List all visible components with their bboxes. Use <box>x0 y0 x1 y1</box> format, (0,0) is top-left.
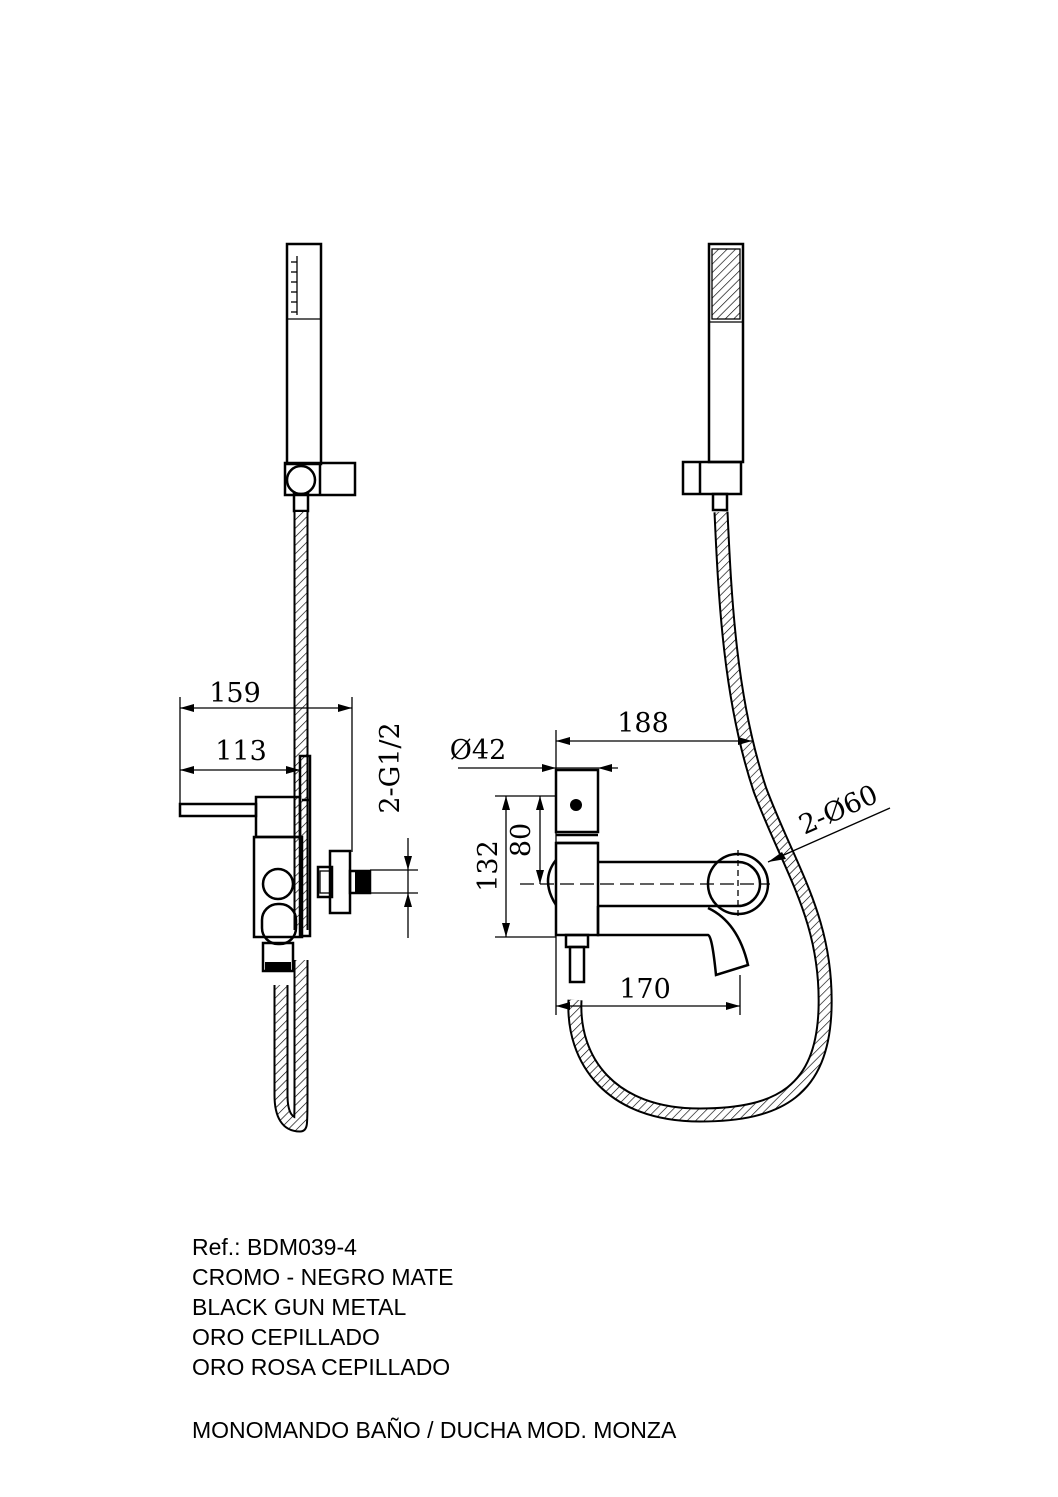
front-body-diameter-label: Ø42 <box>450 735 507 766</box>
side-view: 159 113 2-G1/2 <box>178 242 418 1133</box>
front-view: 188 Ø42 132 80 170 2-Ø60 <box>450 242 891 1123</box>
hose-side <box>273 512 309 1133</box>
product-reference: Ref.: BDM039-4 <box>192 1234 357 1260</box>
front-escutcheon-diameter-label: 2-Ø60 <box>794 779 882 841</box>
finish-item: BLACK GUN METAL <box>192 1294 407 1320</box>
dimension-lines-front <box>458 730 891 1015</box>
front-outlet-height-label: 80 <box>506 823 537 857</box>
finish-item: ORO CEPILLADO <box>192 1324 380 1350</box>
mixer-body-side <box>178 754 312 973</box>
product-model: MONOMANDO BAÑO / DUCHA MOD. MONZA <box>192 1417 677 1443</box>
finish-item: CROMO - NEGRO MATE <box>192 1264 454 1290</box>
front-spout-length-label: 170 <box>619 974 671 1005</box>
hose-front <box>567 511 833 1123</box>
finish-item: ORO ROSA CEPILLADO <box>192 1354 451 1380</box>
wall-connection-side <box>316 849 372 915</box>
hand-shower-side <box>285 242 323 466</box>
product-info: Ref.: BDM039-4 CROMO - NEGRO MATE BLACK … <box>192 1232 454 1382</box>
shower-holder-front <box>681 460 743 512</box>
front-width-label: 188 <box>617 708 669 739</box>
shower-holder-side <box>283 461 357 513</box>
dimension-lines-side <box>179 697 418 938</box>
mixer-body-front <box>520 768 770 984</box>
front-total-height-label: 132 <box>473 840 504 892</box>
side-total-depth-label: 159 <box>209 678 261 709</box>
hand-shower-front <box>707 242 745 464</box>
side-inlet-thread-label: 2-G1/2 <box>375 722 406 813</box>
side-body-depth-label: 113 <box>215 736 267 767</box>
